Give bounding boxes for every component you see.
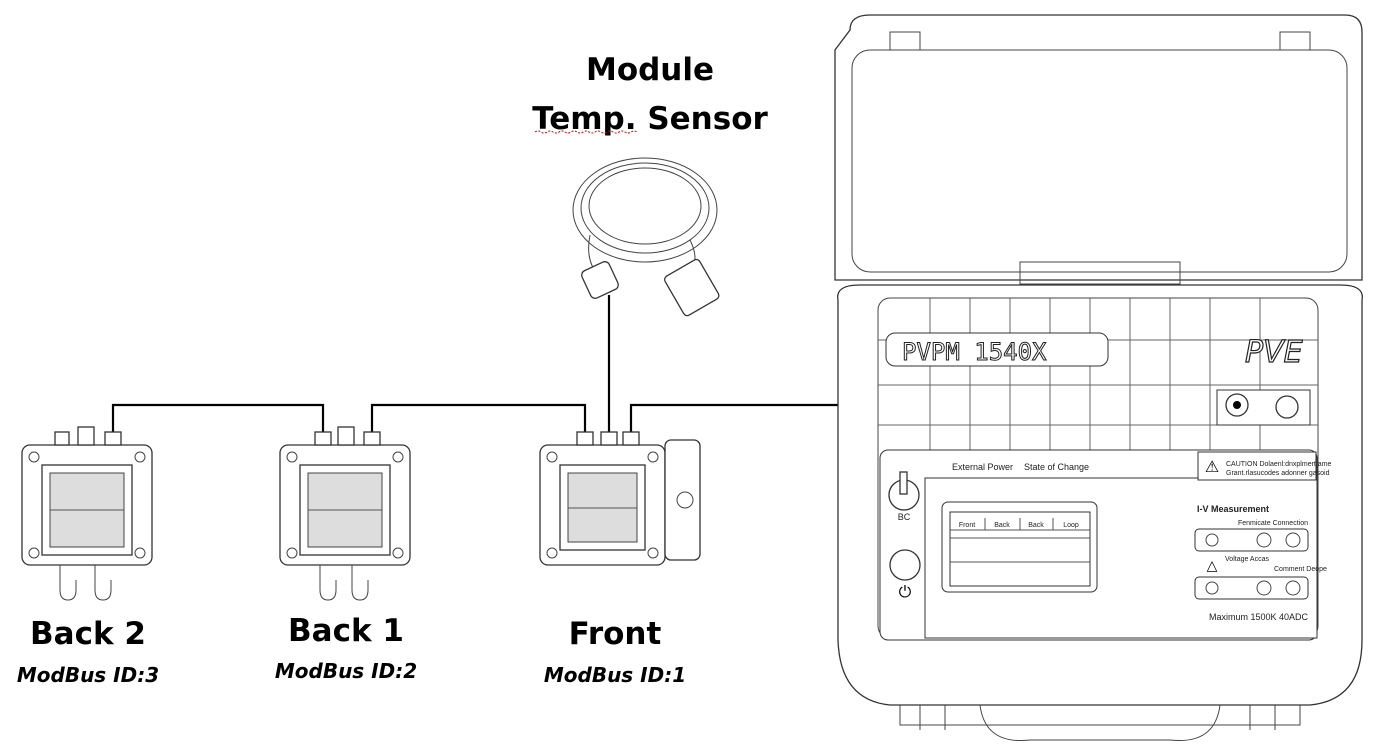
current-label: Comment Deope: [1274, 566, 1327, 573]
screen-tab-3: Back: [1028, 522, 1044, 529]
caution-line2: Grant.rlasucodes adonner gasoid: [1226, 470, 1330, 477]
warning-icon: ⚠: [1205, 459, 1219, 476]
state-of-change-label: State of Change: [1024, 462, 1089, 472]
connection-label: Fenmicate Connection: [1238, 520, 1308, 527]
cable-back2-back1: [111, 403, 325, 437]
iv-heading: I-V Measurement: [1197, 504, 1269, 514]
power-icon: ⏻: [899, 584, 912, 601]
rating-label: Maximum 1500K 40ADC: [1209, 612, 1309, 622]
device-modbus-back2: ModBus ID:3: [17, 663, 159, 687]
hazard-icon: △: [1207, 557, 1218, 573]
sensor-box-back1: [279, 426, 411, 601]
temp-sensor-icon: [572, 157, 720, 317]
spellcheck-underline: [534, 130, 638, 134]
device-modbus-front: ModBus ID:1: [544, 663, 686, 687]
sensor-box-back2: [21, 426, 153, 601]
pvpm-instrument: PVPM 1540X PVE BC ⏻ External Power State…: [834, 14, 1363, 742]
connector-pc: [1275, 395, 1299, 419]
pve-logo: PVE: [1245, 335, 1303, 370]
external-power-label: External Power: [952, 462, 1013, 472]
device-modbus-back1: ModBus ID:2: [275, 659, 417, 683]
caution-line1: CAUTION Dolaenl:dnxplmert ame: [1226, 461, 1332, 468]
screen-tab-2: Back: [994, 522, 1010, 529]
cable-back1-front: [370, 403, 587, 437]
power-button: [889, 549, 921, 581]
device-name-back2: Back 2: [30, 616, 146, 652]
voltage-label: Voltage Accas: [1225, 556, 1269, 563]
device-name-back1: Back 1: [288, 613, 404, 649]
screen-tab-1: Front: [959, 522, 975, 529]
model-label: PVPM 1540X: [902, 338, 1047, 366]
device-name-front: Front: [569, 616, 662, 652]
sensor-title-line1: Module: [586, 52, 714, 88]
switch-label: BC: [898, 512, 911, 522]
sensor-title-line2: Temp. Sensor: [532, 101, 768, 137]
sensor-box-front: [539, 431, 701, 566]
screen-tab-4: Loop: [1063, 522, 1079, 529]
